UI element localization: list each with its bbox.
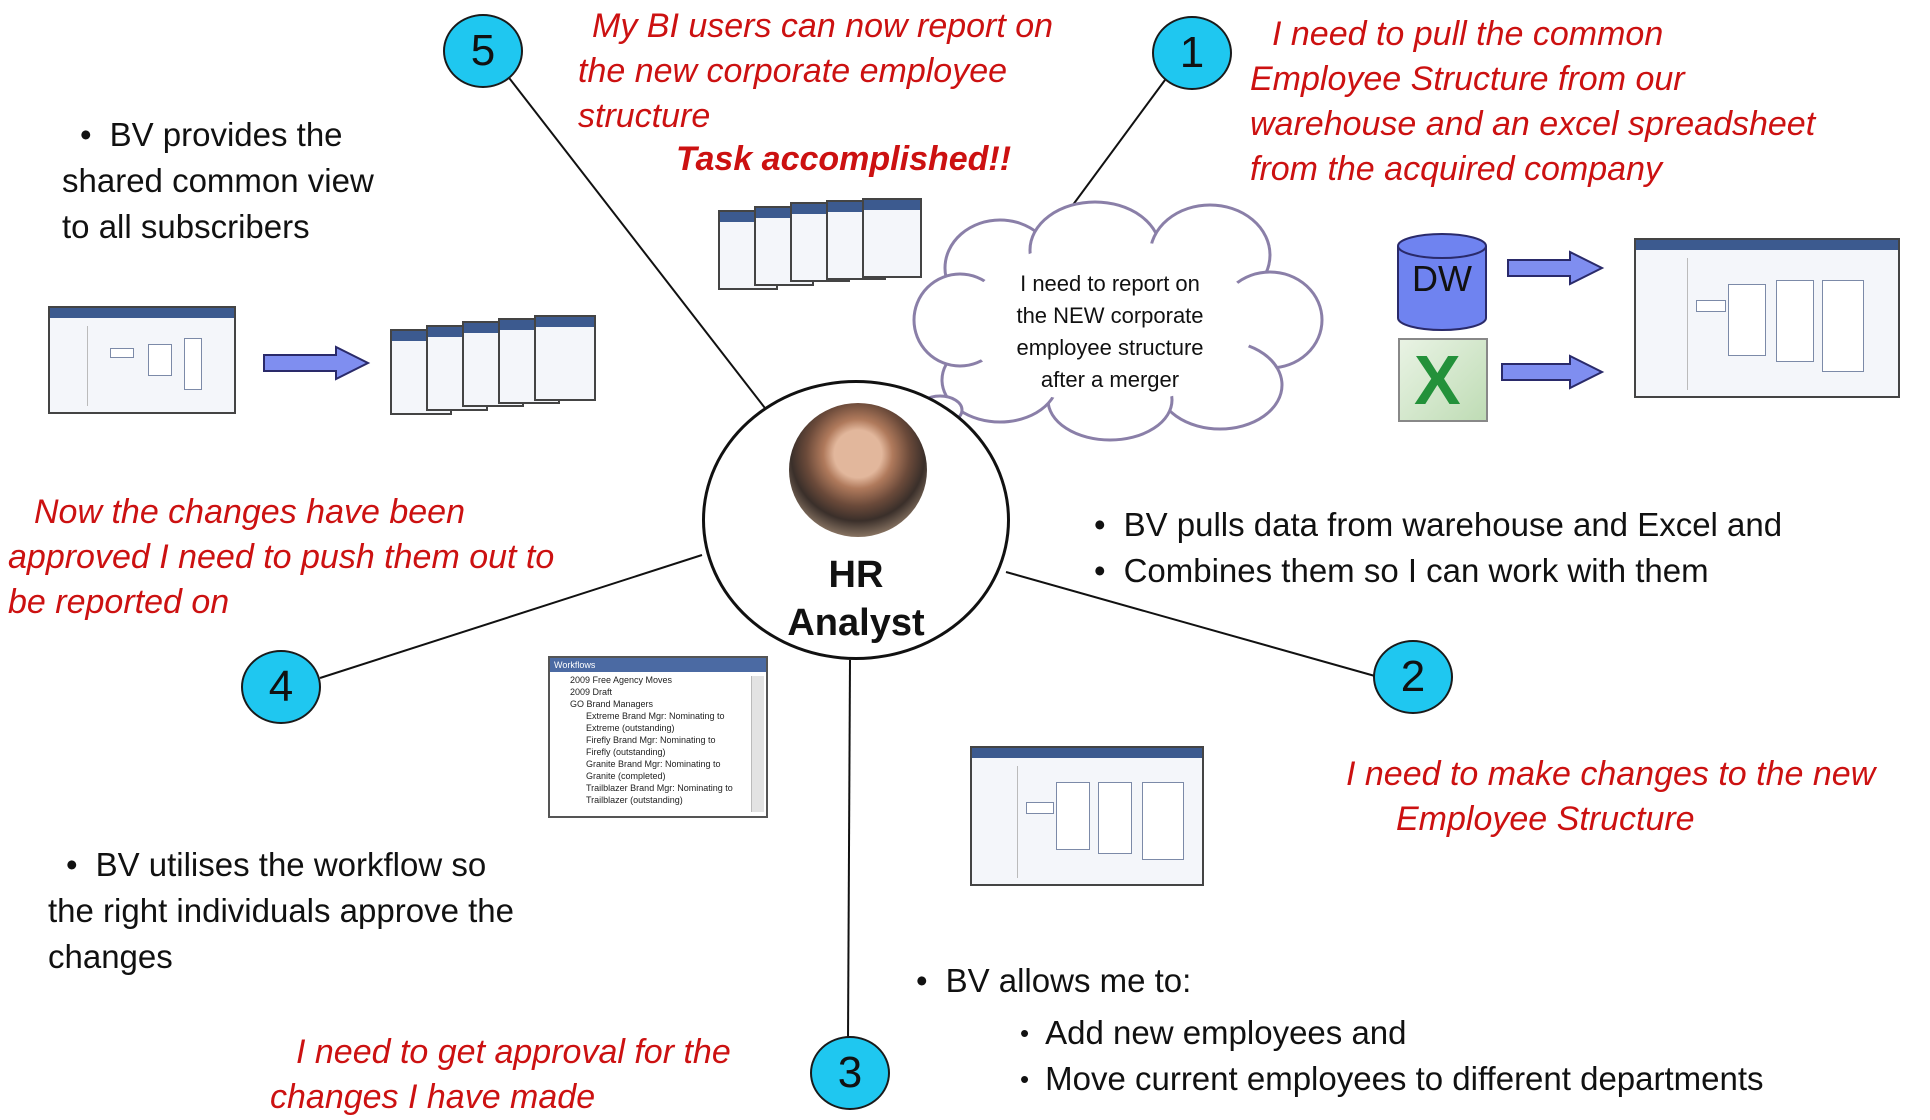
quote-line: My BI users can now report on	[592, 7, 1054, 45]
step-3-marker: 3	[810, 1036, 890, 1110]
center-node: HR Analyst	[702, 380, 1010, 660]
step-3-subbullet: Add new employees and	[1020, 1010, 1406, 1056]
quote-line: Employee Structure	[1396, 800, 1695, 838]
dw-label: DW	[1412, 258, 1472, 299]
task-accomplished: Task accomplished!!	[676, 140, 1012, 178]
quote-line: warehouse and an excel spreadsheet	[1250, 105, 1816, 143]
report-thumb	[862, 198, 922, 278]
step-5-quote: My BI users can now report on the new co…	[578, 4, 1053, 139]
quote-line: changes I have made	[270, 1078, 596, 1116]
report-thumb	[534, 315, 596, 401]
bullet-line: the right individuals approve the	[48, 892, 514, 929]
bullet-line: BV allows me to:	[916, 958, 1192, 1004]
thought-cloud	[892, 200, 1324, 452]
step-1-marker: 1	[1152, 16, 1232, 90]
reports-stack-top	[718, 198, 923, 290]
quote-line: structure	[578, 97, 711, 135]
quote-line: I need to make changes to the new	[1346, 755, 1876, 793]
step-2-quote: I need to make changes to the new Employ…	[1346, 752, 1875, 842]
quote-line: I need to get approval for the	[296, 1033, 731, 1071]
workflow-list: 2009 Free Agency Moves 2009 Draft GO Bra…	[550, 672, 766, 806]
quote-line: the new corporate employee	[578, 52, 1008, 90]
workflow-panel-scrollbar[interactable]	[751, 676, 764, 812]
reports-stack-left	[390, 315, 600, 415]
cloud-text: I need to report on the NEW corporate em…	[970, 268, 1250, 396]
quote-line: approved I need to push them out to	[8, 538, 555, 576]
workflow-item[interactable]: Trailblazer Brand Mgr: Nominating to	[586, 783, 733, 793]
connector-line-4	[319, 554, 703, 679]
workflow-panel-header: Workflows	[550, 658, 766, 672]
database-icon	[1397, 233, 1487, 331]
cloud-line: employee structure	[1016, 335, 1204, 360]
step-4-quote: Now the changes have been approved I nee…	[8, 490, 554, 625]
bullet-line: BV utilises the workflow so	[48, 842, 514, 888]
connector-line-5	[502, 69, 769, 413]
step-4-marker: 4	[241, 650, 321, 724]
workflow-item[interactable]: Trailblazer (outstanding)	[586, 795, 683, 805]
workflow-item[interactable]: Granite (completed)	[586, 771, 666, 781]
bv-screenshot-step2	[970, 746, 1204, 886]
center-label-line: Analyst	[787, 602, 925, 644]
step-1-quote: I need to pull the common Employee Struc…	[1250, 12, 1815, 192]
center-label-line: HR	[828, 554, 884, 596]
quote-line: from the acquired company	[1250, 150, 1662, 188]
workflow-item[interactable]: Firefly Brand Mgr: Nominating to	[586, 735, 716, 745]
bullet-line: BV pulls data from warehouse and Excel a…	[1094, 502, 1783, 548]
bullet-line: Combines them so I can work with them	[1094, 548, 1782, 594]
connector-line-3	[847, 659, 851, 1041]
arrow-right-icon	[263, 345, 371, 381]
bullet-line: BV provides the	[62, 112, 374, 158]
step-3-intro: BV allows me to:	[916, 958, 1192, 1004]
step-4-bullet: BV utilises the workflow so the right in…	[48, 842, 514, 980]
quote-line: Now the changes have been	[34, 493, 465, 531]
workflow-item[interactable]: GO Brand Managers	[570, 699, 654, 709]
step-5-marker: 5	[443, 14, 523, 88]
cloud-line: after a merger	[1040, 367, 1180, 392]
workflow-item[interactable]: Extreme (outstanding)	[586, 723, 675, 733]
workflow-item[interactable]: Firefly (outstanding)	[586, 747, 666, 757]
cloud-line: I need to report on	[1020, 271, 1200, 296]
cloud-line: the NEW corporate	[1016, 303, 1204, 328]
bv-screenshot-left	[48, 306, 236, 414]
step-3-subbullet: Move current employees to different depa…	[1020, 1056, 1763, 1102]
workflow-panel: Workflows 2009 Free Agency Moves 2009 Dr…	[548, 656, 768, 818]
step-2-marker: 2	[1373, 640, 1453, 714]
bv-screenshot-step1	[1634, 238, 1900, 398]
bullet-line: shared common view	[62, 162, 374, 199]
bullet-line: changes	[48, 938, 173, 975]
quote-line: Employee Structure from our	[1250, 60, 1685, 98]
step-5-bullet: BV provides the shared common view to al…	[62, 112, 374, 250]
center-label: HR Analyst	[705, 551, 1007, 647]
workflow-item[interactable]: Extreme Brand Mgr: Nominating to	[586, 711, 725, 721]
workflow-item[interactable]: 2009 Free Agency Moves	[570, 675, 673, 685]
workflow-item[interactable]: 2009 Draft	[570, 687, 613, 697]
connector-line-2	[1005, 571, 1383, 679]
excel-icon: X	[1398, 338, 1488, 422]
quote-line: be reported on	[8, 583, 230, 621]
step-2-bullets: BV pulls data from warehouse and Excel a…	[1094, 502, 1783, 594]
bullet-line: to all subscribers	[62, 208, 310, 245]
step-3-quote: I need to get approval for the changes I…	[270, 1030, 731, 1120]
arrow-right-icon	[1507, 250, 1605, 286]
quote-line: I need to pull the common	[1272, 15, 1664, 53]
arrow-right-icon	[1501, 354, 1605, 390]
analyst-avatar	[789, 403, 927, 537]
workflow-item[interactable]: Granite Brand Mgr: Nominating to	[586, 759, 721, 769]
